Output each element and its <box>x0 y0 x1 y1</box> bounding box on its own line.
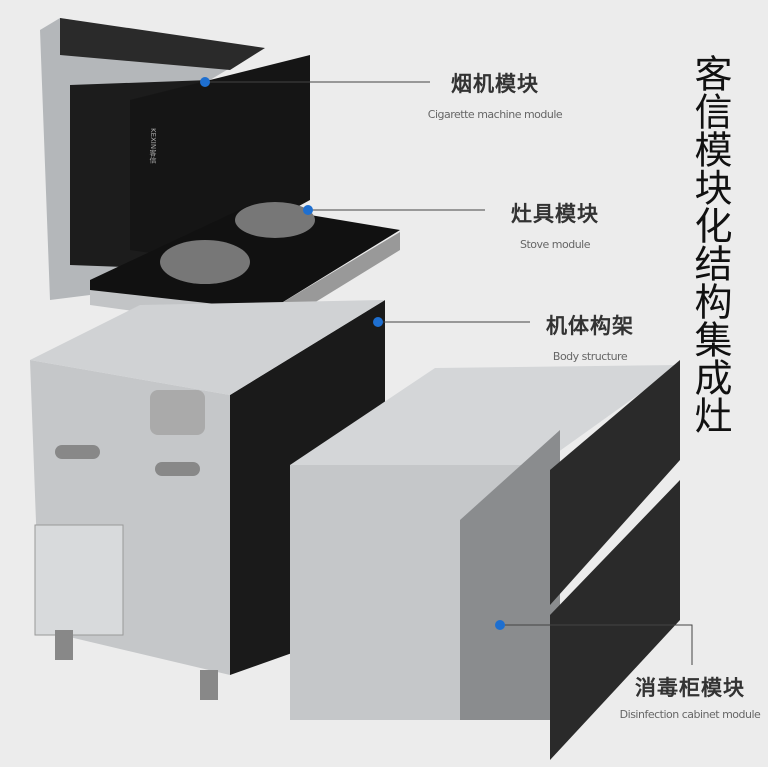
page-title: 客信模块化结构集成灶 <box>688 54 732 434</box>
label-en: Body structure <box>552 350 628 363</box>
brand-logo: KEXIN客信 <box>149 128 157 164</box>
disinfection-cabinet <box>290 360 680 760</box>
label-cn: 烟机模块 <box>451 72 539 96</box>
label-en: Cigarette machine module <box>427 108 563 121</box>
label-disinfection-module: 消毒柜模块 Disinfection cabinet module <box>612 672 768 721</box>
callout-lines <box>205 81 693 665</box>
label-en: Stove module <box>519 238 591 251</box>
label-body-structure: 机体构架 Body structure <box>530 310 650 363</box>
label-en: Disinfection cabinet module <box>619 708 761 721</box>
label-stove-module: 灶具模块 Stove module <box>495 198 615 251</box>
body-frame <box>30 300 385 700</box>
label-cn: 灶具模块 <box>511 202 599 226</box>
label-hood-module: 烟机模块 Cigarette machine module <box>400 68 590 121</box>
callout-markers <box>200 77 505 630</box>
stove <box>90 202 400 330</box>
label-cn: 消毒柜模块 <box>635 676 745 700</box>
label-cn: 机体构架 <box>546 314 634 338</box>
